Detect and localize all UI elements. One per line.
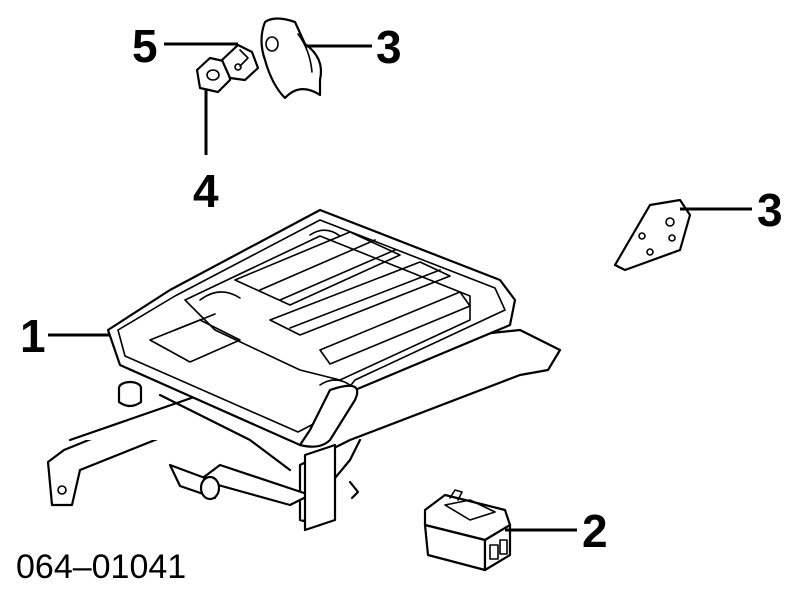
callout-2: 2 bbox=[582, 505, 608, 557]
seat-track-assembly bbox=[46, 208, 562, 532]
bracket-plate-right bbox=[613, 198, 692, 272]
washer bbox=[195, 56, 232, 94]
callout-4: 4 bbox=[193, 165, 219, 217]
bracket-plate-top bbox=[260, 17, 323, 100]
connector-box bbox=[423, 489, 512, 572]
callout-3-right: 3 bbox=[757, 184, 783, 236]
diagram-part-number: 064–01041 bbox=[16, 548, 186, 586]
callout-3-top: 3 bbox=[376, 21, 402, 73]
clip bbox=[220, 43, 260, 82]
callout-5: 5 bbox=[132, 20, 158, 72]
callout-1: 1 bbox=[20, 310, 46, 362]
